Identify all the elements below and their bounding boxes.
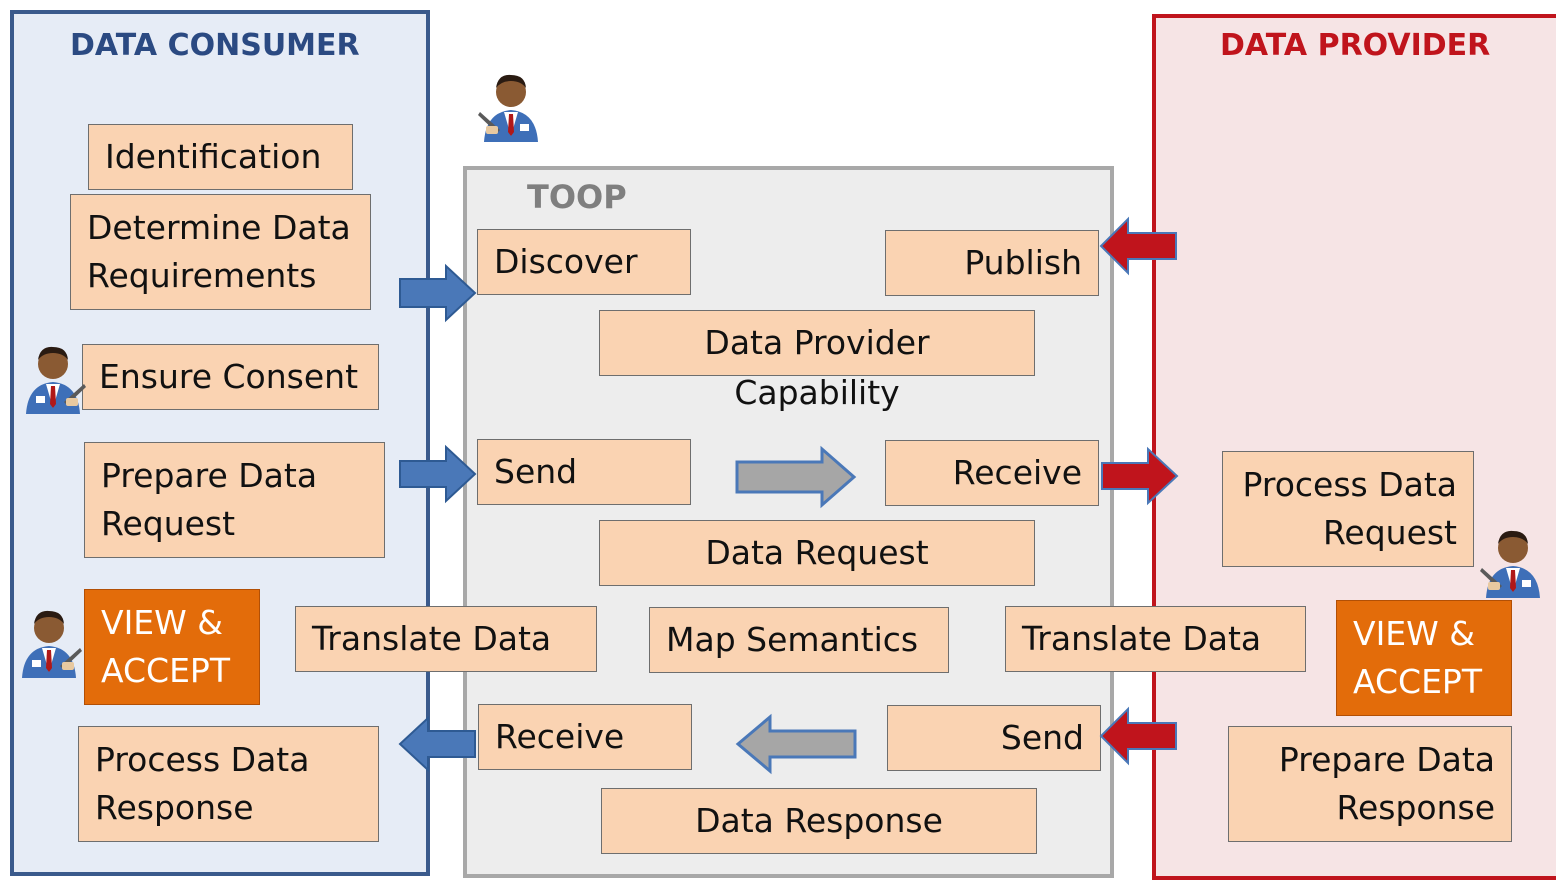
prepare-request-box: Prepare Data Request <box>84 442 385 558</box>
arrow-prepare-to-send <box>399 444 477 504</box>
arrow-receive-to-provider <box>1101 446 1179 506</box>
send-request-label: Send <box>494 452 578 491</box>
process-response-label: Process Data Response <box>95 740 310 827</box>
discover-box: Discover <box>477 229 691 295</box>
determine-requirements-box: Determine Data Requirements <box>70 194 371 310</box>
person-icon <box>1480 530 1540 598</box>
map-semantics-box: Map Semantics <box>649 607 949 673</box>
send-response-box: Send <box>887 705 1101 771</box>
capability-caption: Capability <box>734 373 900 412</box>
consumer-view-accept-label: VIEW & ACCEPT <box>101 603 230 690</box>
determine-requirements-label: Determine Data Requirements <box>87 208 351 295</box>
identification-box: Identification <box>88 124 353 190</box>
data-response-label: Data Response <box>695 801 943 840</box>
process-response-box: Process Data Response <box>78 726 379 842</box>
discover-label: Discover <box>494 242 638 281</box>
provider-view-accept-box: VIEW & ACCEPT <box>1336 600 1512 716</box>
receive-request-label: Receive <box>952 453 1082 492</box>
provider-title: DATA PROVIDER <box>1220 28 1491 63</box>
arrow-send-to-receive-response <box>735 713 857 775</box>
arrow-provider-to-send <box>1099 706 1177 766</box>
receive-request-box: Receive <box>885 440 1099 506</box>
arrow-send-to-receive <box>735 445 857 509</box>
translate-data-left-label: Translate Data <box>312 619 552 658</box>
arrow-provider-to-publish <box>1099 216 1177 276</box>
consumer-view-accept-box: VIEW & ACCEPT <box>84 589 260 705</box>
receive-response-label: Receive <box>495 717 625 756</box>
data-request-box: Data Request <box>599 520 1035 586</box>
send-request-box: Send <box>477 439 691 505</box>
person-icon <box>478 74 538 142</box>
provider-view-accept-label: VIEW & ACCEPT <box>1353 614 1482 701</box>
capability-label-line1: Data Provider <box>704 323 930 362</box>
toop-title: TOOP <box>527 178 627 216</box>
process-request-box: Process Data Request <box>1222 451 1474 567</box>
translate-data-right-box: Translate Data <box>1005 606 1306 672</box>
arrow-receive-to-process <box>398 715 476 773</box>
prepare-request-label: Prepare Data Request <box>101 456 318 543</box>
capability-box: Data Provider <box>599 310 1035 376</box>
process-request-label: Process Data Request <box>1242 465 1457 552</box>
identification-label: Identification <box>105 137 322 176</box>
data-response-box: Data Response <box>601 788 1037 854</box>
receive-response-box: Receive <box>478 704 692 770</box>
ensure-consent-label: Ensure Consent <box>99 357 359 396</box>
data-request-label: Data Request <box>705 533 929 572</box>
prepare-response-label: Prepare Data Response <box>1278 740 1495 827</box>
publish-label: Publish <box>964 243 1082 282</box>
prepare-response-box: Prepare Data Response <box>1228 726 1512 842</box>
arrow-determine-to-discover <box>399 263 477 323</box>
person-icon <box>26 346 86 414</box>
map-semantics-label: Map Semantics <box>666 620 919 659</box>
person-icon <box>22 610 82 678</box>
translate-data-right-label: Translate Data <box>1022 619 1262 658</box>
ensure-consent-box: Ensure Consent <box>82 344 379 410</box>
consumer-title: DATA CONSUMER <box>70 28 360 63</box>
send-response-label: Send <box>1000 718 1084 757</box>
publish-box: Publish <box>885 230 1099 296</box>
translate-data-left-box: Translate Data <box>295 606 597 672</box>
